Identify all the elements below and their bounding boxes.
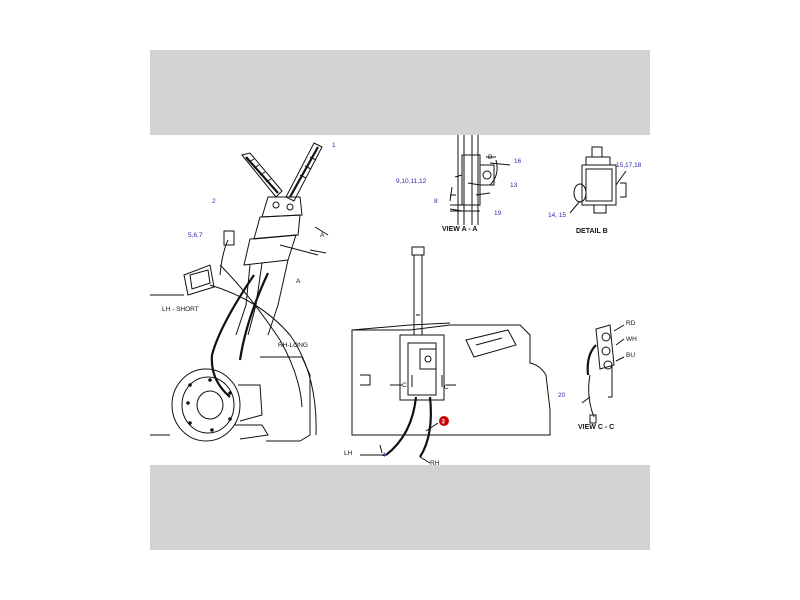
callout-19: 19 xyxy=(494,210,502,217)
drawing-frame: LH - SHORT RH-LONG A A B C C LH RH RD WH… xyxy=(150,50,650,550)
title-view-cc: VIEW C - C xyxy=(578,424,614,431)
callout-9-10-11-12: 9,10,11,12 xyxy=(396,178,427,185)
label-rh-long: RH-LONG xyxy=(278,342,308,349)
callout-5-6-7: 5,6,7 xyxy=(188,232,203,239)
diagram-svg: LH - SHORT RH-LONG A A B C C LH RH RD WH… xyxy=(150,135,642,465)
title-view-aa: VIEW A - A xyxy=(442,226,477,233)
label-arrow-b: B xyxy=(488,154,492,161)
label-section-c2: C xyxy=(444,384,449,391)
tank-panel xyxy=(351,246,551,464)
callout-1: 1 xyxy=(332,142,336,149)
view-aa-group xyxy=(449,135,511,225)
callout-13: 13 xyxy=(510,182,518,189)
detail-b-group xyxy=(569,146,627,214)
label-section-c1: C xyxy=(402,382,407,389)
title-detail-b: DETAIL B xyxy=(576,228,608,235)
label-arrow-a1: A xyxy=(320,232,325,239)
callout-3-highlight: 3 xyxy=(425,416,449,432)
callout-3: 3 xyxy=(442,420,446,426)
callout-16: 16 xyxy=(514,158,522,165)
label-wh: WH xyxy=(626,336,637,343)
label-arrow-a2: A xyxy=(296,278,301,285)
callout-14-15: 14, 15 xyxy=(548,212,566,219)
bottom-gray-band xyxy=(150,465,650,550)
label-lh-short: LH - SHORT xyxy=(162,306,199,313)
wheel-hub xyxy=(150,356,311,442)
parts-diagram: LH - SHORT RH-LONG A A B C C LH RH RD WH… xyxy=(150,135,650,465)
callout-2: 2 xyxy=(212,198,216,205)
top-gray-band xyxy=(150,50,650,135)
label-lh: LH xyxy=(344,450,353,457)
view-cc-group xyxy=(581,324,625,424)
lever-assembly xyxy=(150,142,329,436)
callout-4: 4 xyxy=(382,452,386,459)
label-bu: BU xyxy=(626,352,635,359)
callout-20: 20 xyxy=(558,392,566,399)
label-rh: RH xyxy=(430,460,440,465)
callout-15-17-18: 15,17,18 xyxy=(616,162,642,169)
label-rd: RD xyxy=(626,320,636,327)
callout-8: 8 xyxy=(434,198,438,205)
